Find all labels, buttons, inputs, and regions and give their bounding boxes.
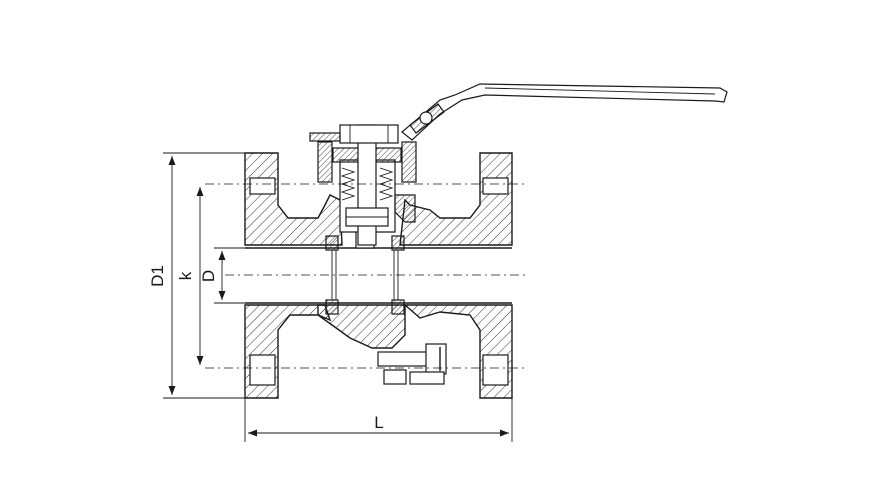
seat-ring-lower-right bbox=[391, 299, 405, 315]
stem-nut bbox=[339, 124, 399, 144]
left-bolt-hole-lower bbox=[249, 354, 276, 386]
k-label: k bbox=[176, 271, 195, 280]
dimension-l: L bbox=[248, 413, 509, 437]
d1-label: D1 bbox=[148, 265, 167, 287]
dimension-d: D bbox=[199, 251, 226, 300]
right-flange-upper bbox=[399, 152, 513, 246]
seat-ring-lower-left bbox=[325, 299, 339, 315]
right-bolt-hole-upper bbox=[482, 177, 509, 195]
lever-arm bbox=[401, 83, 728, 141]
lever-nut bbox=[419, 111, 433, 125]
seat-ring-upper-left bbox=[325, 235, 339, 251]
stop-plate bbox=[309, 132, 341, 142]
extension-lines bbox=[163, 152, 513, 442]
bonnet-left bbox=[317, 141, 333, 183]
d-label: D bbox=[199, 270, 218, 282]
l-label: L bbox=[374, 413, 383, 432]
seat-ring-upper-right bbox=[391, 235, 405, 251]
bolt-head bbox=[425, 343, 447, 375]
bolt-shank bbox=[377, 351, 431, 367]
lever-handle bbox=[401, 83, 728, 141]
lock-bolt bbox=[377, 343, 447, 385]
left-flange-upper bbox=[244, 152, 343, 246]
center-lines bbox=[205, 183, 528, 369]
dimension-k: k bbox=[176, 187, 204, 365]
bonnet-right bbox=[401, 141, 417, 183]
stem-assembly bbox=[309, 124, 417, 246]
right-bolt-hole-lower bbox=[482, 354, 509, 386]
left-bolt-hole-upper bbox=[249, 177, 276, 195]
valve-body bbox=[244, 152, 513, 399]
dimension-d1: D1 bbox=[148, 156, 176, 395]
lower-body-bowl bbox=[317, 304, 406, 349]
